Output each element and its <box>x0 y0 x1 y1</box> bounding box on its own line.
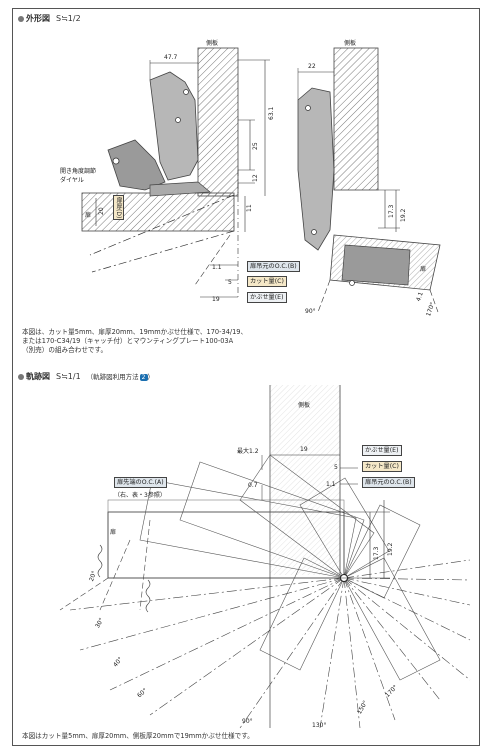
right-door-open-line <box>429 289 439 313</box>
right-hinge-arm <box>297 87 335 251</box>
outline-section-title: 外形図 S≒1/2 <box>18 13 81 24</box>
dim-5: 5 <box>334 464 338 471</box>
right-side-panel <box>333 47 379 191</box>
legend-hinge-oc-b: 扉吊元のO.C.(B) <box>247 261 300 272</box>
dim-19-2: 19.2 <box>387 542 394 556</box>
dim-5: 5 <box>228 279 232 286</box>
left-side-panel-label: 側板 <box>206 40 219 47</box>
dim-19: 19 <box>212 296 220 303</box>
dim-19-2: 19.2 <box>400 208 407 222</box>
left-screw-icon <box>175 117 181 123</box>
door-thickness-label: 扉厚(D) <box>113 195 124 221</box>
right-screw-icon <box>305 105 311 111</box>
left-door-open-line <box>194 234 231 286</box>
right-door-label: 扉 <box>420 266 427 273</box>
usage-badge: 2 <box>139 374 148 381</box>
left-door-open-line <box>91 230 235 273</box>
angle-90: 90° <box>305 308 316 315</box>
left-side-panel <box>197 47 239 197</box>
trajectory-scale: S≒1/1 <box>56 372 81 381</box>
dim-11: 11 <box>246 204 253 212</box>
trajectory-title-text: 軌跡図 <box>26 372 50 381</box>
trajectory-angle-rays <box>69 559 471 729</box>
bullet-icon <box>18 373 24 380</box>
left-door-open-line <box>89 194 235 256</box>
left-door <box>81 192 235 232</box>
right-hinge-cup <box>341 244 411 286</box>
dim-20: 20 <box>98 207 105 215</box>
dim-19: 19 <box>300 446 308 453</box>
dim-17-3: 17.3 <box>388 204 395 218</box>
trajectory-door-top <box>107 499 345 513</box>
trajectory-side-panel-label: 側板 <box>298 402 311 409</box>
legend-overlay-e: かぶせ量(E) <box>362 445 402 456</box>
dial-label: 開き角度調節 ダイヤル <box>60 168 97 184</box>
dim-17-3: 17.3 <box>373 546 380 560</box>
left-hinge-arm <box>149 71 199 181</box>
legend-overlay-e: かぶせ量(E) <box>247 292 287 303</box>
break-line <box>145 579 151 613</box>
dim-max-1-2: 最大1.2 <box>237 448 259 455</box>
dim-25: 25 <box>252 142 259 150</box>
outline-title-text: 外形図 <box>26 14 50 23</box>
trajectory-door-tip-lines <box>59 519 151 611</box>
trajectory-note: 本図はカット量5mm、扉厚20mm、側板厚20mmで19mmかぶせ仕様です。 <box>22 732 254 740</box>
left-mount-plate <box>149 181 211 197</box>
right-door-open-line <box>317 279 331 313</box>
dial-screw-icon <box>112 157 120 165</box>
legend-cut-c: カット量(C) <box>362 461 402 472</box>
legend-cut-c: カット量(C) <box>247 276 287 287</box>
dim-47-7: 47.7 <box>164 54 178 61</box>
page-frame <box>12 8 480 746</box>
trajectory-side-panel-fill <box>270 385 340 575</box>
dim-22: 22 <box>308 63 316 70</box>
left-hinge-cup <box>107 139 166 191</box>
angle-130: 130° <box>312 722 327 729</box>
dim-0-7: 0.7 <box>248 482 258 489</box>
bullet-icon <box>18 15 24 22</box>
legend-door-tip-oc-a: 扉先端のO.C.(A) <box>114 477 167 488</box>
dim-1-1: 1.1 <box>212 264 222 271</box>
dim-1-1: 1.1 <box>326 481 336 488</box>
right-screw-icon <box>311 229 317 235</box>
left-door-label: 扉 <box>85 212 92 219</box>
outline-note: 本図は、カット量5mm、扉厚20mm、19mmかぶせ仕様で、170-34/19、… <box>22 328 248 354</box>
legend-door-tip-oc-a-note: （右、表・3参照） <box>114 492 166 499</box>
right-side-panel-label: 側板 <box>344 40 357 47</box>
outline-scale: S≒1/2 <box>56 14 81 23</box>
right-screw-icon <box>349 280 355 286</box>
angle-90: 90° <box>242 718 253 725</box>
dim-12: 12 <box>252 174 259 182</box>
break-line <box>97 544 103 578</box>
dim-63-1: 63.1 <box>268 106 275 120</box>
legend-hinge-oc-b: 扉吊元のO.C.(B) <box>362 477 415 488</box>
trajectory-door-label: 扉 <box>110 529 117 536</box>
left-screw-icon <box>183 89 189 95</box>
